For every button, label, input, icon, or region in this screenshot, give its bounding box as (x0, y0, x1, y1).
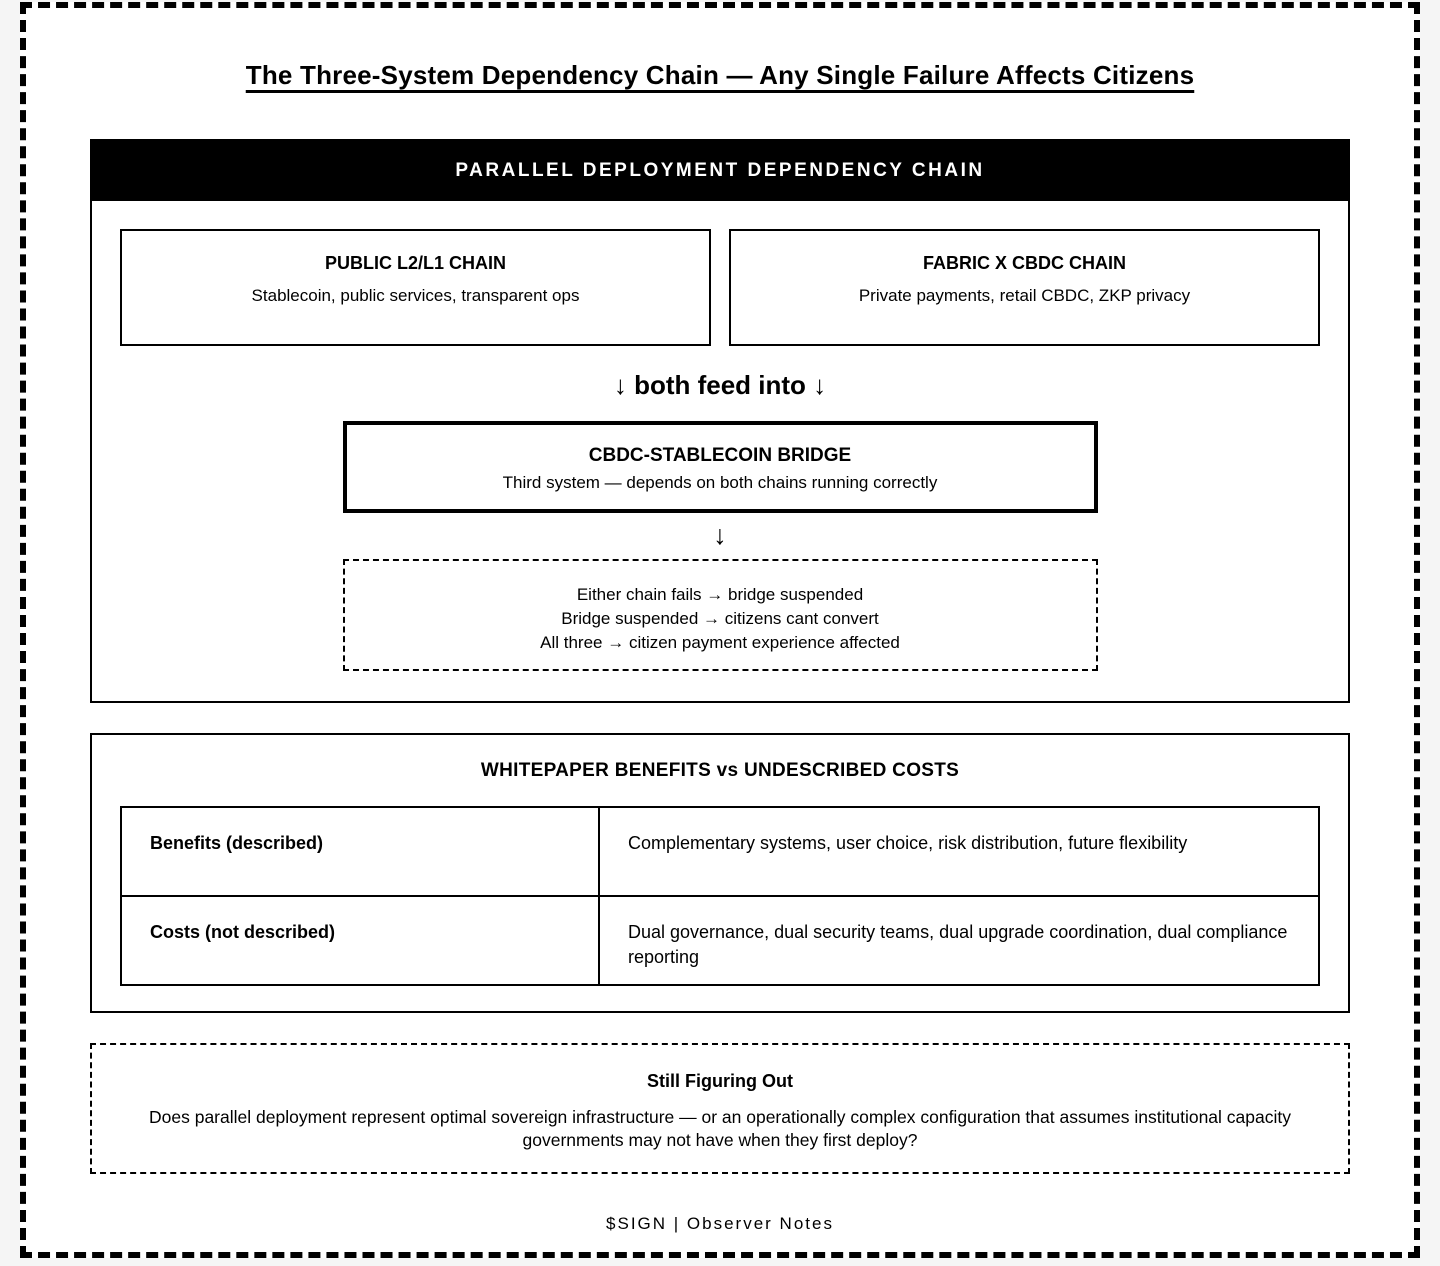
consequence-line: Either chain fails → bridge suspended (576, 585, 864, 604)
dependency-chain-panel: PARALLEL DEPLOYMENT DEPENDENCY CHAIN PUB… (90, 139, 1350, 703)
dependency-chain-header: PARALLEL DEPLOYMENT DEPENDENCY CHAIN (92, 141, 1348, 201)
dependency-chain-body: PUBLIC L2/L1 CHAIN Stablecoin, public se… (92, 201, 1348, 701)
footer-signature: $SIGN | Observer Notes (606, 1214, 834, 1233)
open-question-body: Does parallel deployment represent optim… (149, 1107, 1291, 1150)
consequences-box: Either chain fails → bridge suspended Br… (342, 559, 1098, 671)
benefits-costs-title: WHITEPAPER BENEFITS vs UNDESCRIBED COSTS (480, 760, 960, 781)
chain-title: FABRIC X CBDC CHAIN (922, 253, 1126, 273)
document-content: The Three-System Dependency Chain — Any … (26, 60, 1414, 1234)
chain-title: PUBLIC L2/L1 CHAIN (324, 253, 506, 273)
chain-box-public-l2l1: PUBLIC L2/L1 CHAIN Stablecoin, public se… (120, 229, 711, 346)
bridge-box: CBDC-STABLECOIN BRIDGE Third system — de… (342, 421, 1098, 513)
document-sheet: The Three-System Dependency Chain — Any … (20, 2, 1420, 1258)
chains-row: PUBLIC L2/L1 CHAIN Stablecoin, public se… (120, 229, 1320, 346)
table-row: Costs (not described) Dual governance, d… (120, 895, 1320, 986)
benefits-costs-panel: WHITEPAPER BENEFITS vs UNDESCRIBED COSTS… (90, 733, 1350, 1013)
consequence-line: Bridge suspended → citizens cant convert (561, 609, 879, 628)
bridge-title: CBDC-STABLECOIN BRIDGE (588, 445, 852, 466)
open-question-title: Still Figuring Out (647, 1071, 793, 1091)
chain-box-fabric-cbdc: FABRIC X CBDC CHAIN Private payments, re… (729, 229, 1320, 346)
consequence-line: All three → citizen payment experience a… (540, 633, 900, 652)
costs-value-cell: Dual governance, dual security teams, du… (598, 895, 1320, 986)
page-title: The Three-System Dependency Chain — Any … (245, 60, 1195, 90)
bridge-subtitle: Third system — depends on both chains ru… (502, 473, 938, 492)
down-arrow-icon: ↓ (713, 520, 727, 550)
costs-label-cell: Costs (not described) (120, 895, 600, 986)
chain-subtitle: Stablecoin, public services, transparent… (251, 286, 580, 305)
chain-subtitle: Private payments, retail CBDC, ZKP priva… (858, 286, 1191, 305)
benefits-value-cell: Complementary systems, user choice, risk… (598, 806, 1320, 897)
table-row: Benefits (described) Complementary syste… (120, 806, 1320, 897)
benefits-label-cell: Benefits (described) (120, 806, 600, 897)
benefits-costs-table: Benefits (described) Complementary syste… (120, 806, 1320, 986)
open-question-box: Still Figuring Out Does parallel deploym… (90, 1043, 1350, 1174)
both-feed-into-label: ↓ both feed into ↓ (613, 370, 827, 400)
